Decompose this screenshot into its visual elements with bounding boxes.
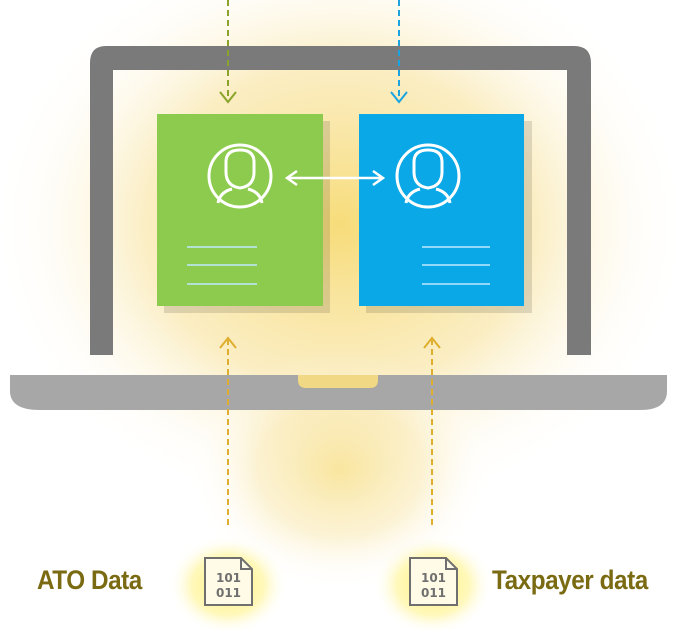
profile-card-blue	[359, 114, 532, 313]
user-profile-icon	[395, 143, 461, 209]
arrow-up-left	[219, 336, 237, 525]
match-arrow	[284, 169, 386, 187]
arrow-up-right	[423, 336, 441, 525]
text-lines	[187, 246, 257, 285]
binary-file-icon-ato: 101 011	[204, 557, 253, 606]
binary-line-1: 101	[216, 571, 241, 585]
ato-data-label: ATO Data	[37, 565, 142, 595]
binary-line-2: 011	[421, 586, 446, 600]
laptop-base	[10, 375, 667, 410]
user-profile-icon	[207, 143, 273, 209]
arrow-down-right	[390, 0, 408, 104]
laptop-notch	[298, 375, 378, 388]
taxpayer-data-label: Taxpayer data	[492, 565, 648, 595]
arrow-down-left	[219, 0, 237, 104]
binary-line-1: 101	[421, 571, 446, 585]
card-background	[157, 114, 323, 306]
laptop	[10, 46, 667, 410]
card-background	[359, 114, 524, 306]
binary-file-icon-taxpayer: 101 011	[409, 557, 458, 606]
profile-card-green	[157, 114, 330, 313]
binary-line-2: 011	[216, 586, 241, 600]
text-lines	[422, 246, 490, 285]
